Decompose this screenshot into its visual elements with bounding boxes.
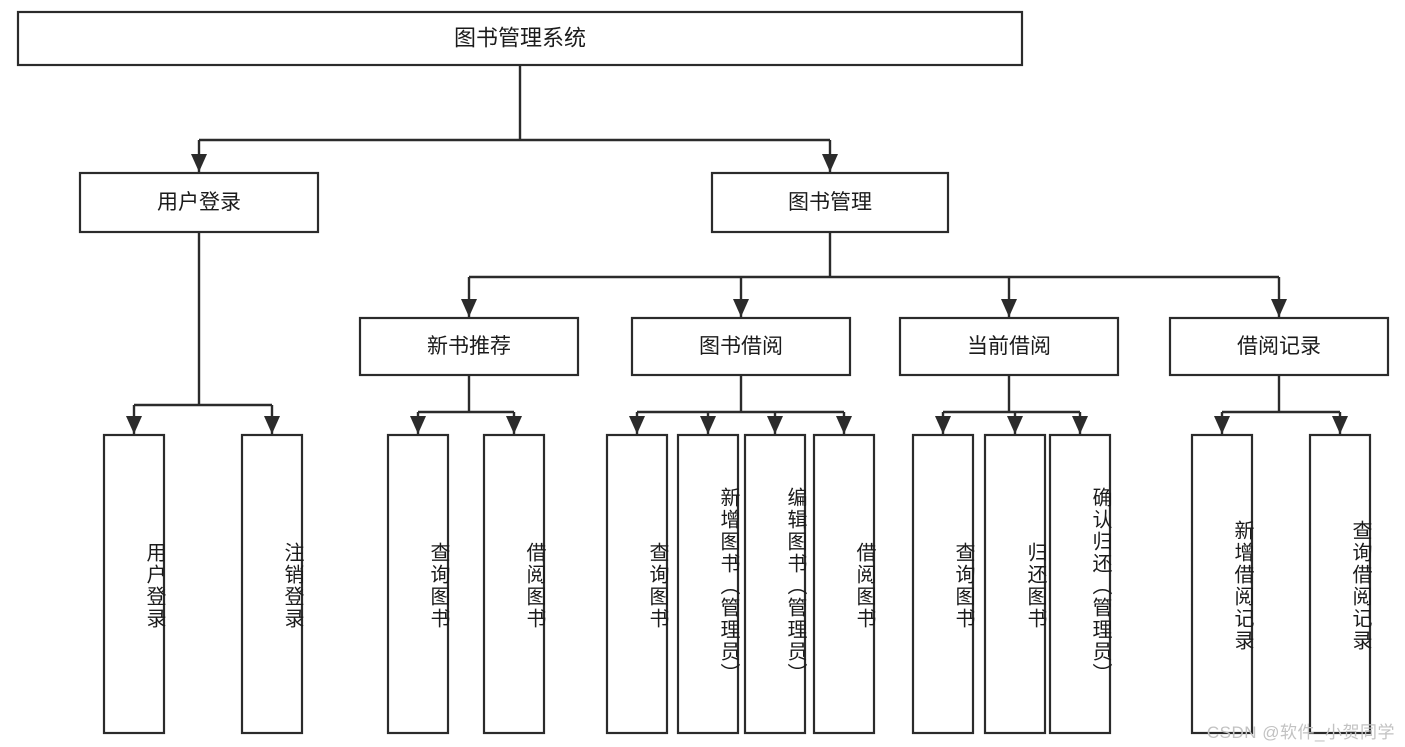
arrow-head-icon (822, 154, 838, 172)
csdn-watermark: CSDN @软件_小贺同学 (1206, 723, 1395, 742)
node-box-leaf-query-book-1[interactable] (386, 433, 450, 735)
node-box-leaf-user-logout[interactable] (240, 433, 304, 735)
node-box-leaf-return-book[interactable] (983, 433, 1047, 735)
node-label-book-borrow: 图书借阅 (699, 335, 783, 358)
node-box-undefined[interactable] (16, 10, 1024, 67)
arrow-head-icon (700, 416, 716, 434)
arrow-head-icon (126, 416, 142, 434)
arrow-head-icon (767, 416, 783, 434)
node-label-undefined: 图书管理系统 (454, 25, 586, 50)
arrow-head-icon (506, 416, 522, 434)
arrow-head-icon (1001, 299, 1017, 317)
arrow-head-icon (410, 416, 426, 434)
arrow-head-icon (264, 416, 280, 434)
node-box-borrow-record[interactable] (1168, 316, 1390, 377)
arrow-head-icon (733, 299, 749, 317)
arrow-head-icon (629, 416, 645, 434)
node-box-leaf-add-record[interactable] (1190, 433, 1254, 735)
arrow-head-icon (1271, 299, 1287, 317)
node-box-leaf-query-book-3[interactable] (911, 433, 975, 735)
node-box-current-borrow[interactable] (898, 316, 1120, 377)
node-label-borrow-record: 借阅记录 (1237, 335, 1321, 358)
node-box-leaf-query-record[interactable] (1308, 433, 1372, 735)
arrow-head-icon (191, 154, 207, 172)
arrow-head-icon (1332, 416, 1348, 434)
node-box-leaf-query-book-2[interactable] (605, 433, 669, 735)
node-label-book-manage: 图书管理 (788, 191, 872, 214)
arrow-head-icon (836, 416, 852, 434)
node-box-leaf-borrow-book-2[interactable] (812, 433, 876, 735)
node-box-new-book-recommend[interactable] (358, 316, 580, 377)
node-label-new-book-recommend: 新书推荐 (427, 335, 511, 358)
arrow-head-icon (935, 416, 951, 434)
node-box-book-borrow[interactable] (630, 316, 852, 377)
node-box-leaf-confirm-return[interactable] (1048, 433, 1112, 735)
arrow-head-icon (1072, 416, 1088, 434)
node-label-current-borrow: 当前借阅 (967, 335, 1051, 358)
arrow-head-icon (1214, 416, 1230, 434)
node-box-leaf-add-book[interactable] (676, 433, 740, 735)
node-box-leaf-edit-book[interactable] (743, 433, 807, 735)
node-box-leaf-borrow-book-1[interactable] (482, 433, 546, 735)
node-label-user-login: 用户登录 (157, 191, 241, 214)
node-box-user-login[interactable] (78, 171, 320, 234)
boxes-layer (16, 10, 1390, 735)
node-box-leaf-user-login[interactable] (102, 433, 166, 735)
arrow-head-icon (461, 299, 477, 317)
node-box-book-manage[interactable] (710, 171, 950, 234)
arrow-head-icon (1007, 416, 1023, 434)
connectors-layer (126, 65, 1348, 434)
